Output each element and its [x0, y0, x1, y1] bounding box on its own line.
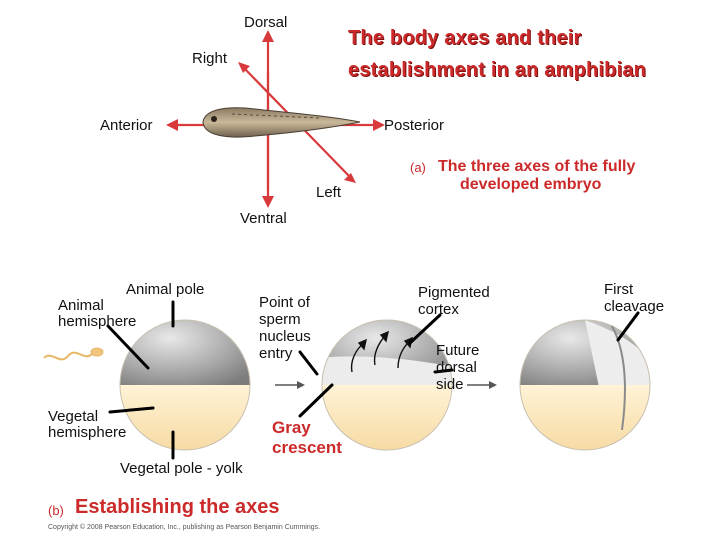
- title-line-1: The body axes and their: [348, 27, 582, 49]
- label-pigmented-cortex-2: cortex: [418, 301, 459, 318]
- label-gray-crescent-1: Gray: [272, 418, 311, 437]
- label-vegetal-hemisphere-1: Vegetal: [48, 408, 99, 425]
- caption-b-text: Establishing the axes: [75, 496, 280, 518]
- label-first-cleavage-1: First: [604, 281, 634, 298]
- copyright-notice: Copyright © 2008 Pearson Education, Inc.…: [48, 524, 321, 531]
- label-vegetal-hemisphere-2: hemisphere: [48, 424, 127, 441]
- egg-unfertilized: [120, 320, 250, 450]
- caption-a-line-1: The three axes of the fully: [438, 158, 636, 175]
- label-animal-pole: Animal pole: [126, 281, 205, 298]
- egg-first-cleavage: [520, 320, 650, 450]
- label-future-dorsal-2: dorsal: [436, 359, 477, 376]
- axis-label-ventral: Ventral: [240, 210, 287, 227]
- caption-a-letter: (a): [410, 160, 426, 175]
- sperm-icon: [43, 347, 104, 361]
- label-first-cleavage-2: cleavage: [604, 298, 665, 315]
- label-sperm-entry-3: nucleus: [259, 328, 311, 345]
- label-sperm-entry-2: sperm: [259, 311, 301, 328]
- caption-b-letter: (b): [48, 503, 64, 518]
- label-sperm-entry-4: entry: [259, 345, 293, 362]
- axis-label-left: Left: [316, 184, 342, 201]
- cortex-rotation-arrows: [350, 330, 413, 373]
- label-future-dorsal-1: Future: [436, 342, 480, 359]
- title-line-2: establishment in an amphibian: [348, 59, 647, 81]
- label-sperm-entry-1: Point of: [259, 294, 310, 311]
- label-gray-crescent-2: crescent: [272, 438, 342, 457]
- leader-lines: [106, 300, 640, 460]
- tadpole-embryo: [202, 107, 361, 138]
- axis-label-posterior: Posterior: [384, 117, 445, 134]
- axis-label-right: Right: [192, 50, 228, 67]
- caption-a-line-2: developed embryo: [460, 176, 602, 193]
- label-animal-hemisphere-1: Animal: [58, 297, 104, 314]
- process-arrows: [275, 381, 497, 389]
- label-animal-hemisphere-2: hemisphere: [58, 313, 137, 330]
- axis-label-dorsal: Dorsal: [244, 14, 288, 31]
- label-future-dorsal-3: side: [436, 376, 464, 393]
- axis-label-anterior: Anterior: [100, 117, 153, 134]
- label-pigmented-cortex-1: Pigmented: [418, 284, 490, 301]
- label-vegetal-pole: Vegetal pole - yolk: [120, 460, 243, 477]
